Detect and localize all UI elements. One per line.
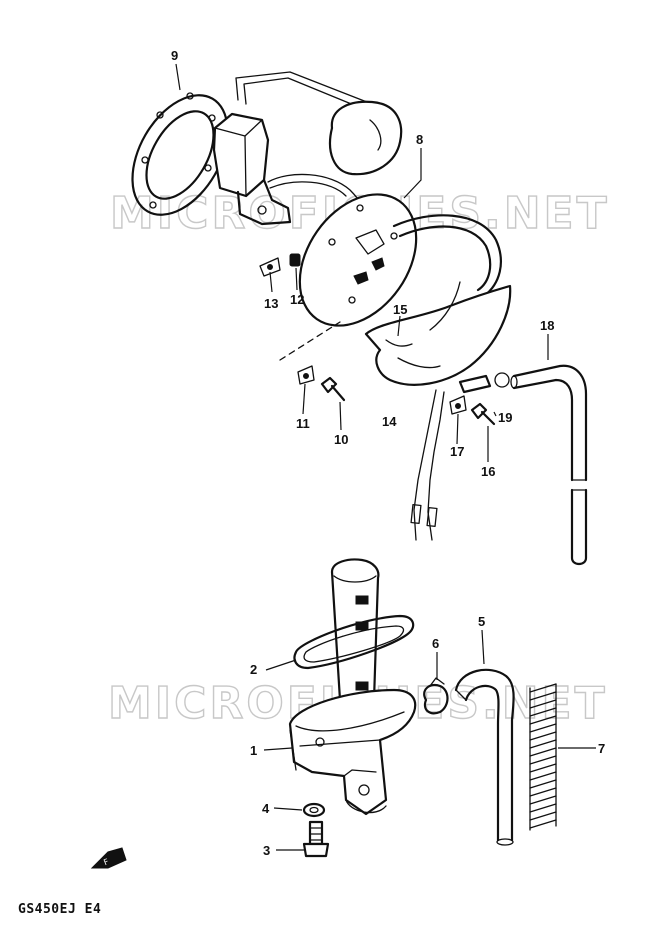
callout-7: 7: [598, 741, 605, 756]
callout-17: 17: [450, 444, 464, 459]
callout-19: 19: [498, 410, 512, 425]
callout-6: 6: [432, 636, 439, 651]
sensor-unit: [212, 71, 403, 229]
callout-14: 14: [382, 414, 397, 429]
callout-16: 16: [481, 464, 495, 479]
front-arrow-icon: F: [90, 847, 127, 869]
callout-13: 13: [264, 296, 278, 311]
fuel-valve: [288, 558, 417, 816]
leader-lines: [175, 63, 596, 851]
callout-10: 10: [334, 432, 348, 447]
spring-7: [529, 683, 557, 831]
callout-18: 18: [540, 318, 554, 333]
callout-9: 9: [171, 48, 178, 63]
callout-5: 5: [478, 614, 485, 629]
model-code: GS450EJ E4: [18, 902, 102, 917]
hose-18: [510, 364, 588, 566]
callout-2: 2: [250, 662, 257, 677]
alignment-line: [279, 321, 341, 361]
sender-plate: [298, 193, 502, 327]
fasteners-upper: [259, 253, 510, 426]
callout-12: 12: [290, 292, 304, 307]
clamp-6: [423, 677, 449, 715]
callout-3: 3: [263, 843, 270, 858]
callout-11: 11: [296, 416, 310, 431]
callout-15: 15: [393, 302, 407, 317]
valve-fasteners: [302, 802, 330, 858]
hose-5: [454, 668, 515, 846]
callout-8: 8: [416, 132, 423, 147]
callout-1: 1: [250, 743, 257, 758]
sensor-cover: [364, 281, 512, 541]
gasket-ring: [131, 92, 229, 216]
callout-4: 4: [262, 801, 270, 816]
svg-text:F: F: [102, 857, 110, 867]
